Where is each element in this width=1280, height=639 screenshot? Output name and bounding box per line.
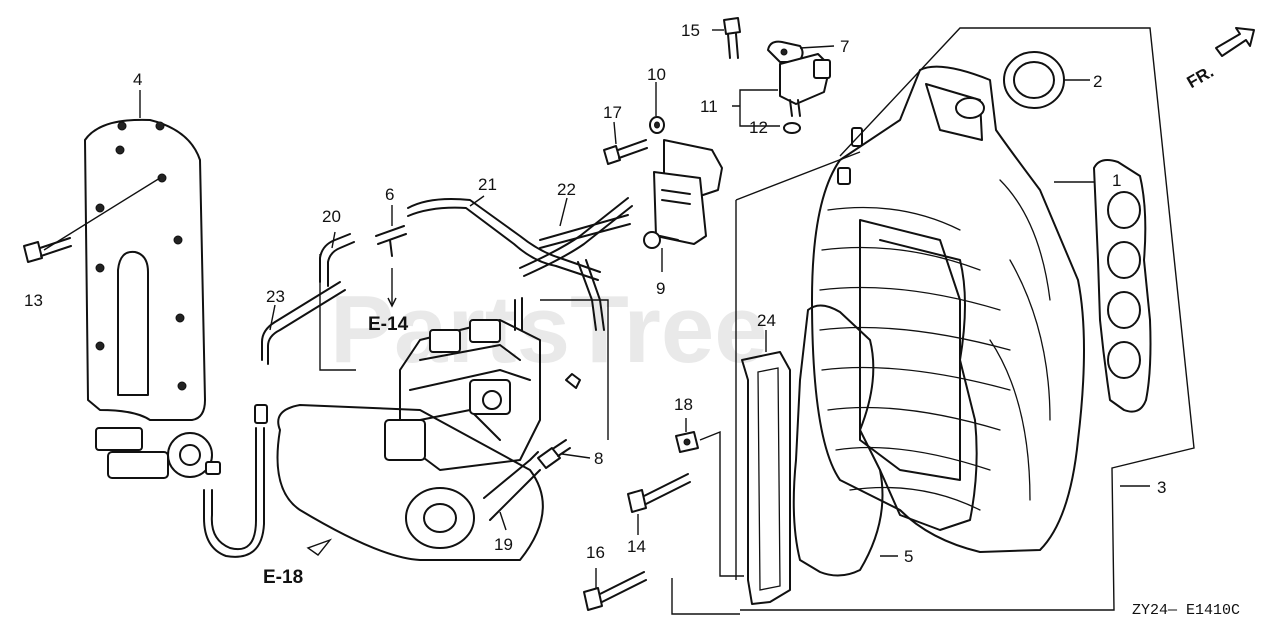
throttle-body-assembly <box>276 297 581 561</box>
callout-20[interactable]: 20 <box>322 207 341 226</box>
callout-numbers: 1 2 3 4 5 6 7 8 9 10 11 12 13 14 15 16 1… <box>24 21 1166 566</box>
callout-16[interactable]: 16 <box>586 543 605 562</box>
part-12-o-ring[interactable] <box>783 122 801 134</box>
callout-8[interactable]: 8 <box>594 449 603 468</box>
callout-15[interactable]: 15 <box>681 21 700 40</box>
diagram-code: ZY24— E1410C <box>1132 602 1240 619</box>
callout-17[interactable]: 17 <box>603 103 622 122</box>
direction-label: FR. <box>1184 62 1217 92</box>
part-9-solenoid-valve[interactable] <box>643 139 723 249</box>
part-6-tee[interactable] <box>375 225 407 257</box>
part-15-bolt[interactable] <box>723 17 741 59</box>
callout-19[interactable]: 19 <box>494 535 513 554</box>
part-3-intake-manifold[interactable] <box>811 65 1085 553</box>
part-14-bolt[interactable] <box>627 473 691 513</box>
part-21-hose[interactable] <box>407 198 601 281</box>
callout-11[interactable]: 11 <box>700 97 718 116</box>
front-direction-indicator: FR. <box>1184 27 1255 92</box>
part-17-bolt[interactable] <box>603 139 648 165</box>
callout-6[interactable]: 6 <box>385 185 394 204</box>
part-19-hose[interactable] <box>483 451 541 521</box>
callout-12[interactable]: 12 <box>749 118 768 137</box>
part-16-bolt[interactable] <box>583 571 647 611</box>
callout-9[interactable]: 9 <box>656 279 665 298</box>
callout-2[interactable]: 2 <box>1093 72 1102 91</box>
callout-3[interactable]: 3 <box>1157 478 1166 497</box>
callout-13[interactable]: 13 <box>24 291 43 310</box>
callout-22[interactable]: 22 <box>557 180 576 199</box>
callout-24[interactable]: 24 <box>757 311 776 330</box>
callout-5[interactable]: 5 <box>904 547 913 566</box>
part-24-gasket-strip[interactable] <box>741 351 791 605</box>
part-8-joint[interactable] <box>537 439 571 469</box>
part-11-sensor[interactable] <box>779 53 831 117</box>
callout-10[interactable]: 10 <box>647 65 666 84</box>
part-23-hose[interactable] <box>203 281 346 558</box>
callout-18[interactable]: 18 <box>674 395 693 414</box>
part-4-plate[interactable] <box>84 118 221 479</box>
part-2-seal-ring[interactable] <box>1003 51 1065 109</box>
part-18-grommet[interactable] <box>675 431 699 453</box>
callout-7[interactable]: 7 <box>840 37 849 56</box>
callout-1[interactable]: 1 <box>1112 171 1121 190</box>
part-5-gasket[interactable] <box>792 239 978 577</box>
reference-e18[interactable]: E-18 <box>263 567 303 588</box>
callout-4[interactable]: 4 <box>133 70 142 89</box>
callout-21[interactable]: 21 <box>478 175 497 194</box>
part-1-gasket[interactable] <box>1093 159 1152 413</box>
leader-lines <box>43 27 1195 615</box>
callout-14[interactable]: 14 <box>627 537 646 556</box>
part-13-bolt[interactable] <box>23 237 72 263</box>
part-10-washer[interactable] <box>649 116 665 134</box>
callout-23[interactable]: 23 <box>266 287 285 306</box>
reference-e14[interactable]: E-14 <box>368 314 409 335</box>
